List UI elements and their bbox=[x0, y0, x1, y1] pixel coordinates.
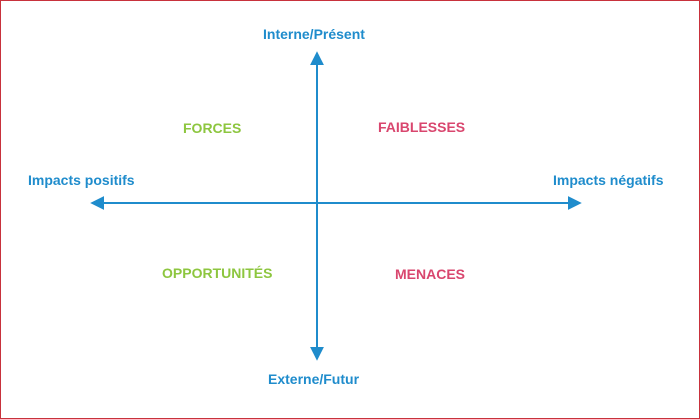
quadrant-menaces: MENACES bbox=[395, 266, 466, 282]
quadrant-opportunites: OPPORTUNITÉS bbox=[162, 265, 273, 281]
axis-label-left: Impacts positifs bbox=[28, 172, 135, 188]
axis-label-bottom: Externe/Futur bbox=[268, 371, 360, 387]
quadrant-forces: FORCES bbox=[183, 120, 242, 136]
axis-label-top: Interne/Présent bbox=[263, 26, 365, 42]
quadrant-faiblesses: FAIBLESSES bbox=[378, 119, 466, 135]
axis-label-right: Impacts négatifs bbox=[553, 172, 664, 188]
